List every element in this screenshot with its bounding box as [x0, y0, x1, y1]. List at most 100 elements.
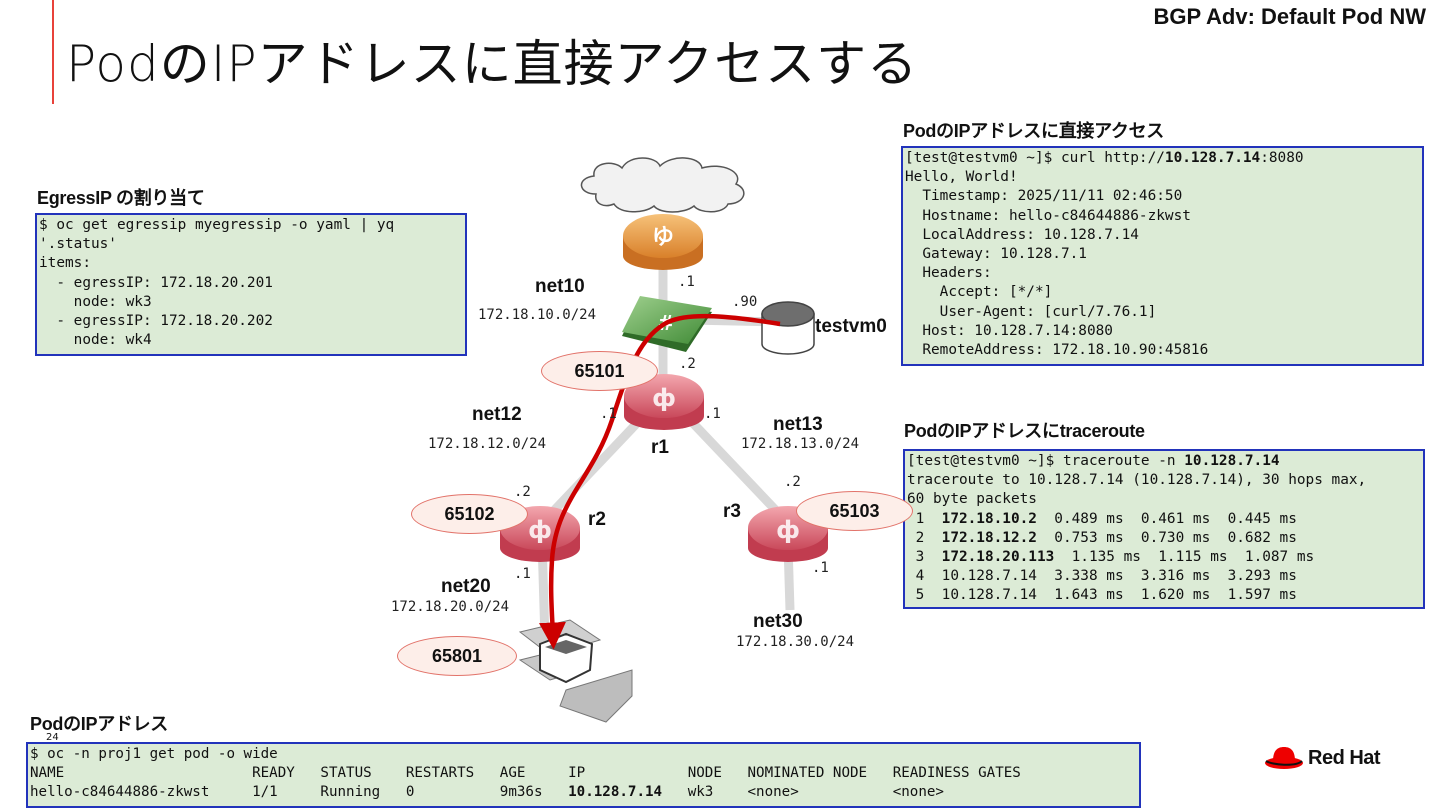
asn-r3-badge: 65103 [796, 491, 913, 531]
pod-row-text: hello-c84644886-zkwst 1/1 Running 0 9m36… [30, 784, 569, 801]
terminal-line: User-Agent: [curl/7.76.1] [905, 303, 1157, 320]
hop-number: 2 [907, 529, 942, 546]
target-ip: 10.128.7.14 [1184, 453, 1280, 469]
hop-address: 172.18.10.2 [941, 510, 1037, 527]
pods-command-line: $ oc -n proj1 get pod -o wide [30, 746, 278, 762]
egress-heading: EgressIP の割り当て [37, 188, 205, 208]
net13-label: net13 [773, 414, 823, 435]
hop-address: 172.18.12.2 [941, 529, 1037, 546]
traceroute-heading: PodのIPアドレスにtraceroute [904, 421, 1145, 441]
asn-r1-badge: 65101 [541, 351, 658, 391]
net20-label: net20 [441, 576, 491, 597]
net30-cidr: 172.18.30.0/24 [736, 634, 855, 650]
hop-times: 0.753 ms 0.730 ms 0.682 ms [1036, 529, 1297, 546]
redhat-wordmark: Red Hat [1308, 746, 1381, 769]
command-text: [test@testvm0 ~]$ curl http:// [905, 150, 1165, 166]
terminal-line: - egressIP: 172.18.20.201 [39, 274, 273, 291]
hop-times: 0.489 ms 0.461 ms 0.445 ms [1036, 510, 1297, 527]
terminal-line: node: wk4 [39, 332, 152, 349]
terminal-line: traceroute to 10.128.7.14 (10.128.7.14),… [907, 472, 1367, 489]
page-title: PodのIPアドレスに直接アクセスする [66, 35, 919, 93]
terminal-line: items: [39, 255, 91, 272]
router-r1-icon: ф [624, 374, 704, 430]
hop-address: 10.128.7.14 [941, 587, 1037, 604]
r1-net13-hostid: .1 [704, 406, 721, 422]
traceroute-hop: 3 172.18.20.113 1.135 ms 1.115 ms 1.087 … [907, 548, 1423, 567]
traceroute-command-line: [test@testvm0 ~]$ traceroute -n 10.128.7… [907, 452, 1423, 471]
redhat-logo: Red Hat [1264, 743, 1381, 773]
hop-address: 172.18.20.113 [941, 549, 1055, 566]
terminal-line: Gateway: 10.128.7.1 [905, 246, 1087, 263]
net20-cidr: 172.18.20.0/24 [391, 599, 510, 615]
egress-terminal: $ oc get egressip myegressip -o yaml | y… [35, 213, 467, 356]
terminal-line: '.status' [39, 236, 117, 253]
hop-address: 10.128.7.14 [941, 568, 1037, 585]
r2-net20-hostid: .1 [514, 566, 531, 582]
curl-command-line: [test@testvm0 ~]$ curl http://10.128.7.1… [905, 149, 1422, 168]
r1-label: r1 [651, 437, 669, 458]
traffic-path-arrow [538, 313, 781, 650]
hop-times: 1.135 ms 1.115 ms 1.087 ms [1054, 549, 1315, 566]
redhat-hat-icon [1265, 747, 1303, 769]
terminal-line: - egressIP: 172.18.20.202 [39, 313, 273, 330]
testvm-icon [761, 301, 815, 355]
terminal-line: Host: 10.128.7.14:8080 [905, 322, 1113, 339]
net13-cidr: 172.18.13.0/24 [741, 436, 860, 452]
net30-label: net30 [753, 611, 803, 632]
asn-ocp-badge: 65801 [397, 636, 517, 676]
r3-net30-hostid: .1 [812, 560, 829, 576]
net10-label: net10 [535, 276, 585, 297]
title-accent-line [52, 0, 54, 104]
pod-ip: 10.128.7.14 [568, 784, 663, 801]
svg-text:ф: ф [776, 516, 800, 544]
ocp-node-icon [518, 619, 633, 723]
svg-text:ф: ф [652, 384, 676, 412]
net12-cidr: 172.18.12.0/24 [428, 436, 547, 452]
page-number: 24 [46, 732, 59, 743]
terminal-line: Headers: [905, 265, 992, 282]
hop-times: 1.643 ms 1.620 ms 1.597 ms [1036, 587, 1297, 604]
r2-label: r2 [588, 509, 606, 530]
r2-net12-hostid: .2 [514, 484, 531, 500]
curl-terminal: [test@testvm0 ~]$ curl http://10.128.7.1… [901, 146, 1424, 366]
terminal-line: node: wk3 [39, 293, 152, 310]
target-ip: 10.128.7.14 [1164, 150, 1261, 166]
command-text: [test@testvm0 ~]$ traceroute -n [907, 453, 1185, 469]
pods-data-row: hello-c84644886-zkwst 1/1 Running 0 9m36… [30, 783, 1139, 802]
r3-net13-hostid: .2 [784, 474, 801, 490]
pod-row-text: wk3 <none> <none> [662, 784, 944, 801]
hop-number: 1 [907, 510, 942, 527]
hop-number: 4 [907, 568, 942, 585]
terminal-line: 60 byte packets [907, 491, 1037, 508]
terminal-line: RemoteAddress: 172.18.10.90:45816 [905, 342, 1209, 359]
r3-label: r3 [723, 501, 741, 522]
command-text: :8080 [1260, 150, 1304, 166]
svg-text:ф: ф [528, 516, 552, 544]
svg-text:ゆ: ゆ [652, 225, 674, 250]
net12-label: net12 [472, 404, 522, 425]
pods-heading: PodのIPアドレス [30, 714, 169, 734]
corner-label: BGP Adv: Default Pod NW [1153, 4, 1426, 29]
cloud-icon [580, 157, 745, 213]
hop-number: 5 [907, 587, 942, 604]
net10-cidr: 172.18.10.0/24 [478, 307, 597, 323]
terminal-line: $ oc get egressip myegressip -o yaml | y… [39, 217, 395, 233]
terminal-line: LocalAddress: 10.128.7.14 [905, 226, 1139, 243]
traceroute-hop: 5 10.128.7.14 1.643 ms 1.620 ms 1.597 ms [907, 586, 1423, 605]
terminal-line: Accept: [*/*] [905, 284, 1053, 301]
hop-number: 3 [907, 549, 942, 566]
terminal-line: Timestamp: 2025/11/11 02:46:50 [905, 188, 1183, 205]
curl-heading: PodのIPアドレスに直接アクセス [903, 121, 1165, 141]
pods-header-row: NAME READY STATUS RESTARTS AGE IP NODE N… [30, 765, 1021, 782]
testvm-label: testvm0 [815, 316, 887, 337]
traceroute-hop: 1 172.18.10.2 0.489 ms 0.461 ms 0.445 ms [907, 510, 1423, 529]
gateway-router-icon: ゆ [623, 214, 703, 270]
terminal-line: Hello, World! [905, 169, 1018, 186]
traceroute-terminal: [test@testvm0 ~]$ traceroute -n 10.128.7… [903, 449, 1425, 609]
hop-times: 3.338 ms 3.316 ms 3.293 ms [1036, 568, 1297, 585]
r1-net12-hostid: .1 [600, 406, 617, 422]
gw-net10-hostid: .1 [678, 274, 695, 290]
asn-r2-badge: 65102 [411, 494, 528, 534]
